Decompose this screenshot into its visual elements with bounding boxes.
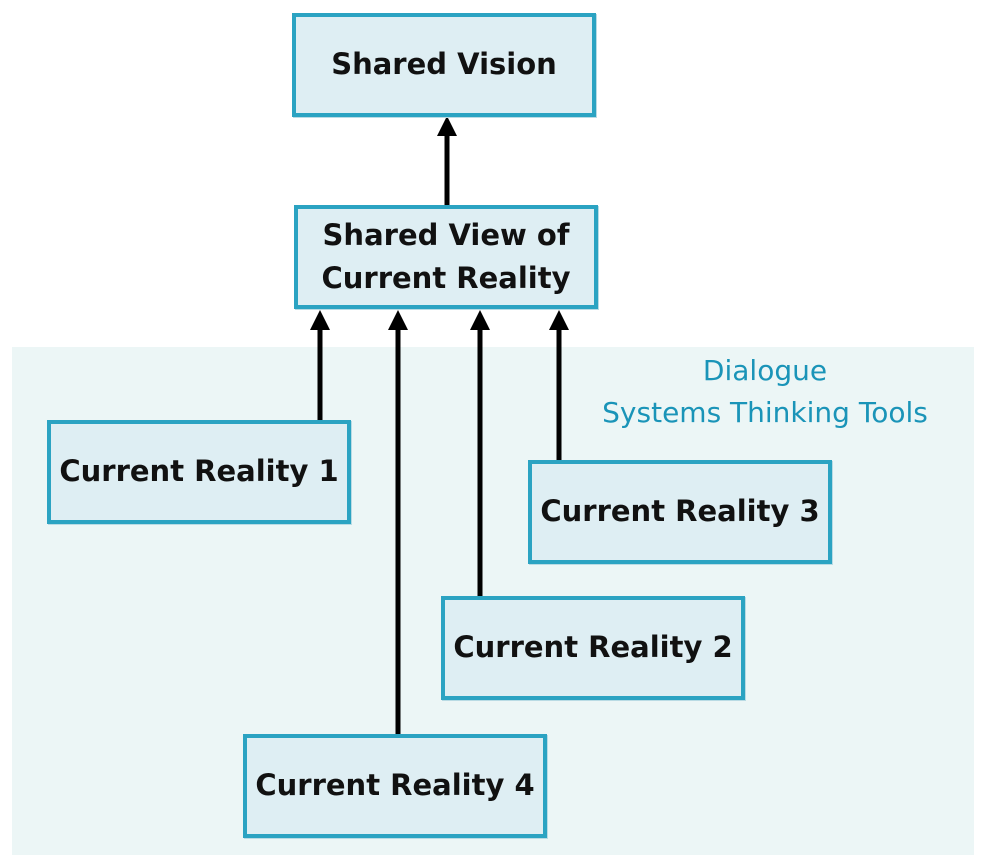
node-shared-vision-label: Shared Vision (331, 47, 557, 82)
region-label-systems-thinking-tools: Systems Thinking Tools (602, 396, 928, 429)
arrow-current-reality-1 (310, 310, 330, 420)
node-current-reality-2-label: Current Reality 2 (453, 630, 733, 665)
node-shared-view-label-line2: Current Reality (321, 261, 571, 295)
arrow-current-reality-3 (549, 310, 569, 460)
node-current-reality-1-label: Current Reality 1 (59, 454, 339, 489)
node-shared-vision: Shared Vision (292, 13, 596, 117)
node-current-reality-3: Current Reality 3 (528, 460, 832, 564)
region-label: Dialogue Systems Thinking Tools (565, 350, 965, 434)
node-shared-view-of-current-reality: Shared View of Current Reality (294, 205, 598, 309)
arrow-shared-view-to-shared-vision (437, 116, 457, 205)
arrow-current-reality-2 (470, 310, 490, 596)
node-current-reality-3-label: Current Reality 3 (540, 494, 820, 529)
region-label-dialogue: Dialogue (702, 354, 828, 387)
node-current-reality-4: Current Reality 4 (243, 734, 547, 838)
arrow-current-reality-4 (388, 310, 408, 734)
node-current-reality-1: Current Reality 1 (47, 420, 351, 524)
node-current-reality-4-label: Current Reality 4 (255, 768, 535, 803)
node-current-reality-2: Current Reality 2 (441, 596, 745, 700)
node-shared-view-label-line1: Shared View of (322, 217, 570, 252)
